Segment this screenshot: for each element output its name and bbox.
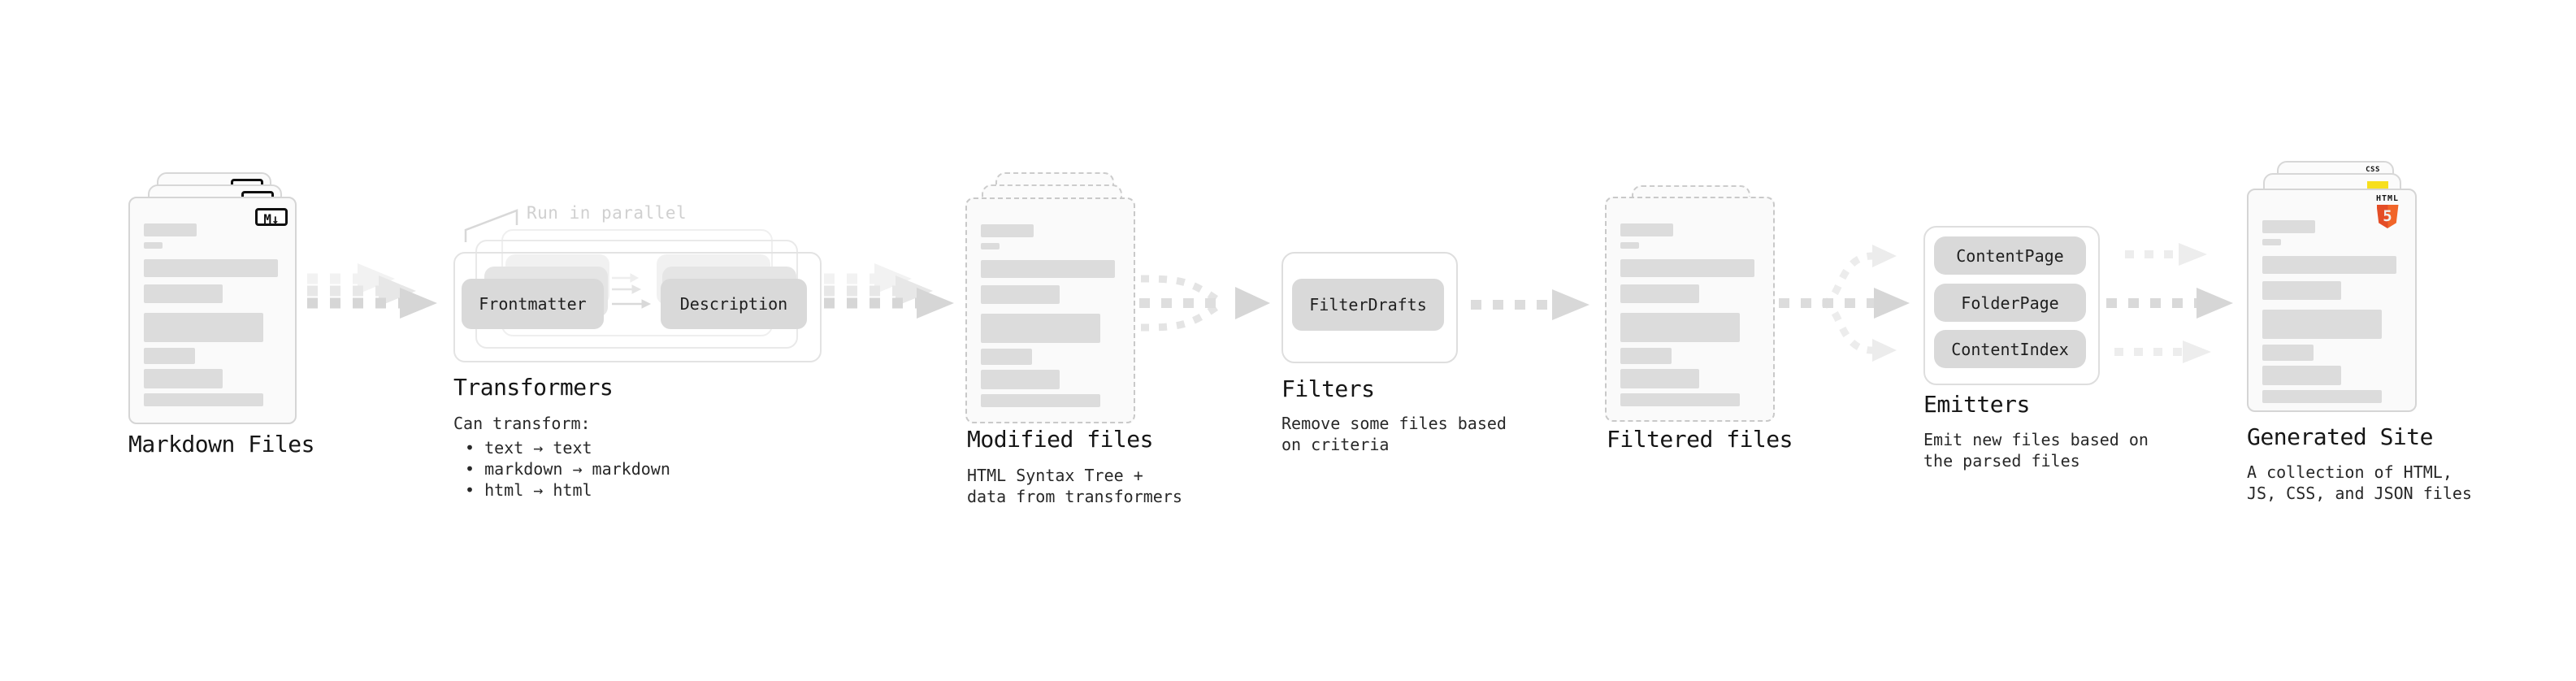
stacked-dashed-arrow-icon (824, 263, 954, 319)
document-text-lines (2262, 220, 2404, 403)
contentindex-emitter-button: ContentIndex (1934, 330, 2086, 368)
css-badge-label: CSS (2366, 166, 2380, 174)
emitters-desc-line: the parsed files (1923, 451, 2080, 471)
stage-title-transformers: Transformers (453, 374, 614, 401)
split-arrow-icon (1779, 245, 1910, 362)
dashed-arrow-icon (1471, 289, 1589, 320)
contentpage-emitter-button: ContentPage (1934, 236, 2086, 275)
filtered-file-document (1605, 197, 1775, 422)
stage-title-generated-site: Generated Site (2247, 423, 2434, 450)
generated-desc-line: A collection of HTML, (2247, 462, 2452, 482)
frontmatter-transformer-button: Frontmatter (462, 279, 604, 329)
stage-title-filtered-files: Filtered files (1607, 426, 1793, 453)
text-line-bar (2262, 345, 2314, 361)
text-line-bar (981, 243, 1000, 249)
stage-title-modified-files: Modified files (967, 426, 1154, 453)
run-in-parallel-annotation: Run in parallel (527, 203, 687, 223)
parallel-flow-arrows-icon (612, 273, 652, 309)
text-line-bar (2262, 390, 2382, 403)
document-text-lines (1620, 223, 1762, 406)
document-text-lines (144, 223, 284, 406)
modified-file-document (965, 197, 1135, 423)
text-line-bar (2262, 366, 2341, 385)
text-line-bar (144, 313, 263, 342)
modified-desc-line: HTML Syntax Tree + (967, 466, 1143, 485)
filterdrafts-filter-button: FilterDrafts (1292, 279, 1444, 331)
text-line-bar (1620, 348, 1672, 364)
text-line-bar (2262, 220, 2315, 233)
description-transformer-button: Description (661, 279, 807, 329)
text-line-bar (144, 223, 197, 236)
text-line-bar (981, 394, 1100, 407)
html5-logo-label: HTML (2375, 194, 2400, 203)
callout-line (464, 209, 518, 242)
transformers-desc-heading: Can transform: (453, 414, 591, 433)
text-line-bar (981, 260, 1115, 278)
text-line-bar (144, 369, 223, 388)
text-line-bar (981, 285, 1060, 304)
text-line-bar (1620, 223, 1673, 236)
text-line-bar (1620, 259, 1754, 277)
html5-logo-icon: HTML 5 (2366, 195, 2409, 228)
transformer-box-front (453, 252, 822, 362)
generated-desc-line: JS, CSS, and JSON files (2247, 484, 2472, 503)
text-line-bar (1620, 393, 1740, 406)
text-line-bar (981, 314, 1100, 343)
text-line-bar (144, 348, 195, 364)
text-line-bar (1620, 284, 1699, 303)
parallel-dashed-arrows-icon (2106, 243, 2233, 363)
text-line-bar (981, 349, 1032, 365)
markdown-file-document: M↓ (128, 197, 297, 424)
text-line-bar (2262, 281, 2341, 300)
transformers-bullet: • html → html (465, 480, 592, 500)
generated-site-document: HTML 5 (2247, 189, 2417, 412)
text-line-bar (144, 284, 223, 303)
modified-desc-line: data from transformers (967, 487, 1182, 506)
folderpage-emitter-button: FolderPage (1934, 284, 2086, 322)
stage-title-emitters: Emitters (1923, 391, 2030, 418)
document-text-lines (981, 224, 1122, 407)
markdown-badge-icon: M↓ (255, 208, 288, 227)
text-line-bar (144, 242, 163, 249)
text-line-bar (144, 259, 278, 277)
stacked-dashed-arrow-icon (307, 263, 437, 319)
text-line-bar (144, 393, 263, 406)
text-line-bar (1620, 369, 1699, 388)
emitters-desc-line: Emit new files based on (1923, 430, 2149, 449)
text-line-bar (981, 370, 1060, 389)
text-line-bar (2262, 310, 2382, 339)
text-line-bar (1620, 242, 1639, 249)
stage-title-markdown-files: Markdown Files (128, 431, 315, 458)
text-line-bar (2262, 239, 2281, 245)
transformers-bullet: • markdown → markdown (465, 459, 670, 479)
text-line-bar (2262, 256, 2396, 274)
text-line-bar (1620, 313, 1740, 342)
stage-title-filters: Filters (1281, 375, 1375, 402)
filters-desc-line: Remove some files based (1281, 414, 1507, 433)
transformers-bullet: • text → text (465, 438, 592, 458)
filters-desc-line: on criteria (1281, 435, 1390, 454)
text-line-bar (981, 224, 1034, 237)
merge-arrow-icon (1139, 275, 1270, 332)
